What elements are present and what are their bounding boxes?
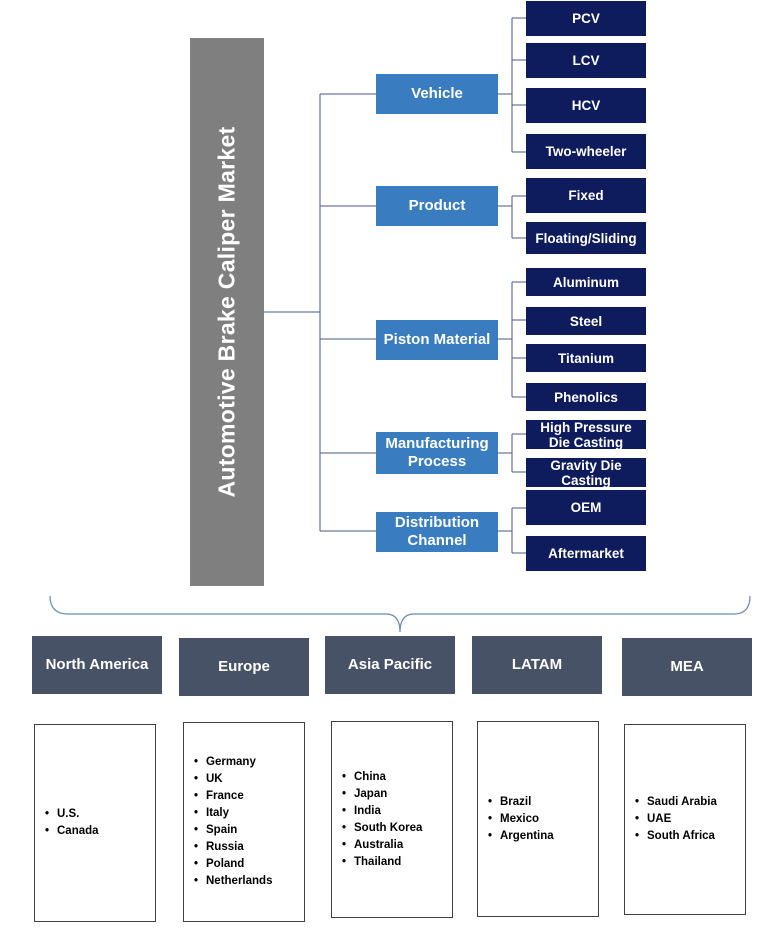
country-item: Brazil bbox=[488, 794, 554, 811]
segment-distribution-channel: Distribution Channel bbox=[376, 512, 498, 552]
item-lcv: LCV bbox=[526, 43, 646, 78]
country-item: China bbox=[342, 769, 422, 786]
region-asia-pacific: Asia Pacific bbox=[325, 636, 455, 694]
region-europe: Europe bbox=[179, 638, 309, 696]
country-item: Thailand bbox=[342, 854, 422, 871]
countries-north-america: U.S. Canada bbox=[34, 724, 156, 922]
country-item: Germany bbox=[194, 754, 272, 771]
country-item: France bbox=[194, 788, 272, 805]
country-item: Japan bbox=[342, 786, 422, 803]
country-item: India bbox=[342, 803, 422, 820]
country-item: Australia bbox=[342, 837, 422, 854]
item-gravity-die-casting: Gravity Die Casting bbox=[526, 458, 646, 488]
country-item: UAE bbox=[635, 811, 717, 828]
item-aluminum: Aluminum bbox=[526, 268, 646, 296]
country-item: Spain bbox=[194, 822, 272, 839]
item-two-wheeler: Two-wheeler bbox=[526, 134, 646, 169]
item-hcv: HCV bbox=[526, 88, 646, 123]
country-item: Argentina bbox=[488, 828, 554, 845]
country-item: Mexico bbox=[488, 811, 554, 828]
regions-brace bbox=[49, 595, 751, 633]
segment-piston-material: Piston Material bbox=[376, 320, 498, 360]
country-item: Russia bbox=[194, 839, 272, 856]
market-title: Automotive Brake Caliper Market bbox=[213, 126, 240, 498]
item-aftermarket: Aftermarket bbox=[526, 536, 646, 571]
country-item: U.S. bbox=[45, 806, 99, 823]
segment-vehicle: Vehicle bbox=[376, 74, 498, 114]
country-item: Italy bbox=[194, 805, 272, 822]
countries-europe: Germany UK France Italy Spain Russia Pol… bbox=[183, 722, 305, 922]
country-item: Saudi Arabia bbox=[635, 794, 717, 811]
country-item: Canada bbox=[45, 823, 99, 840]
item-pcv: PCV bbox=[526, 1, 646, 36]
item-floating-sliding: Floating/Sliding bbox=[526, 222, 646, 254]
region-latam: LATAM bbox=[472, 636, 602, 694]
market-title-box: Automotive Brake Caliper Market bbox=[190, 38, 264, 586]
item-oem: OEM bbox=[526, 490, 646, 525]
country-item: Poland bbox=[194, 856, 272, 873]
item-high-pressure-die-casting: High Pressure Die Casting bbox=[526, 420, 646, 450]
country-item: UK bbox=[194, 771, 272, 788]
countries-mea: Saudi Arabia UAE South Africa bbox=[624, 724, 746, 915]
country-item: South Korea bbox=[342, 820, 422, 837]
country-item: Netherlands bbox=[194, 873, 272, 890]
item-phenolics: Phenolics bbox=[526, 383, 646, 411]
item-steel: Steel bbox=[526, 307, 646, 335]
countries-asia-pacific: China Japan India South Korea Australia … bbox=[331, 721, 453, 918]
segment-product: Product bbox=[376, 186, 498, 226]
region-mea: MEA bbox=[622, 638, 752, 696]
segment-manufacturing-process: Manufacturing Process bbox=[376, 432, 498, 474]
countries-latam: Brazil Mexico Argentina bbox=[477, 721, 599, 917]
region-north-america: North America bbox=[32, 636, 162, 694]
item-titanium: Titanium bbox=[526, 344, 646, 372]
country-item: South Africa bbox=[635, 828, 717, 845]
item-fixed: Fixed bbox=[526, 178, 646, 213]
